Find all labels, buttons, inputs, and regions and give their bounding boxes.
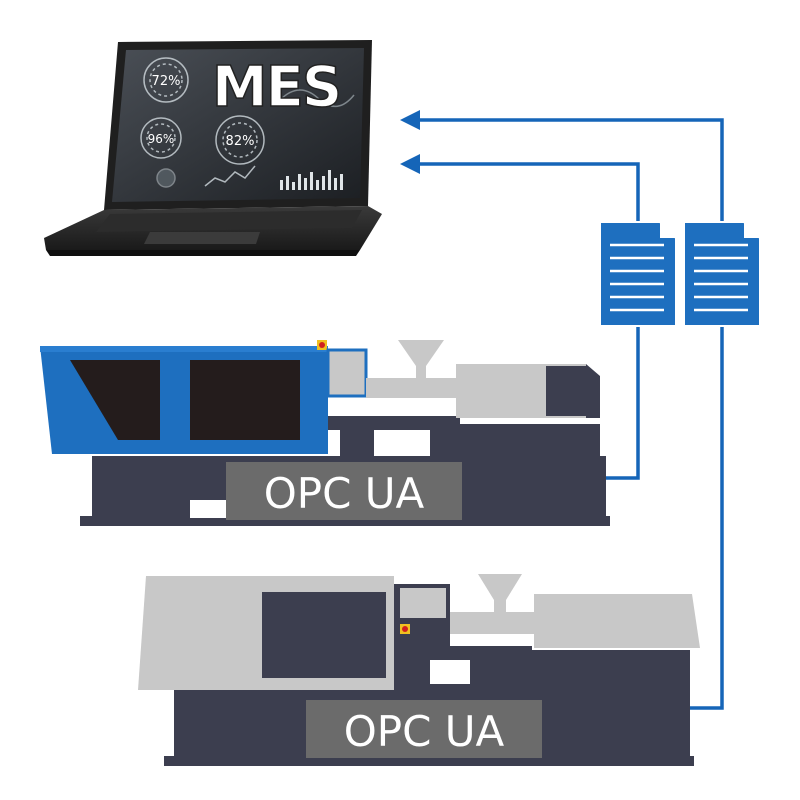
- bar-graphic: [280, 170, 343, 190]
- machine-label-bg: [226, 462, 462, 520]
- gauge-value-3: 82%: [226, 134, 255, 149]
- document-icon: [683, 221, 761, 327]
- laptop-icon: 72% 96% 82% MES: [44, 40, 382, 256]
- gauge-value-2: 96%: [148, 132, 175, 146]
- machine-label: OPC UA: [344, 707, 505, 756]
- machine-label: OPC UA: [264, 469, 425, 518]
- gauge-value-1: 72%: [152, 74, 181, 89]
- document-icon: [599, 221, 677, 327]
- dashboard-graphics: [140, 57, 355, 188]
- injection-molding-machine-icon: OPC UA: [138, 574, 700, 766]
- injection-molding-machine-icon: OPC UA: [40, 340, 610, 526]
- laptop-title: MES: [212, 55, 340, 120]
- machine-label-bg: [306, 700, 542, 758]
- arrow-left-icon: [400, 110, 420, 174]
